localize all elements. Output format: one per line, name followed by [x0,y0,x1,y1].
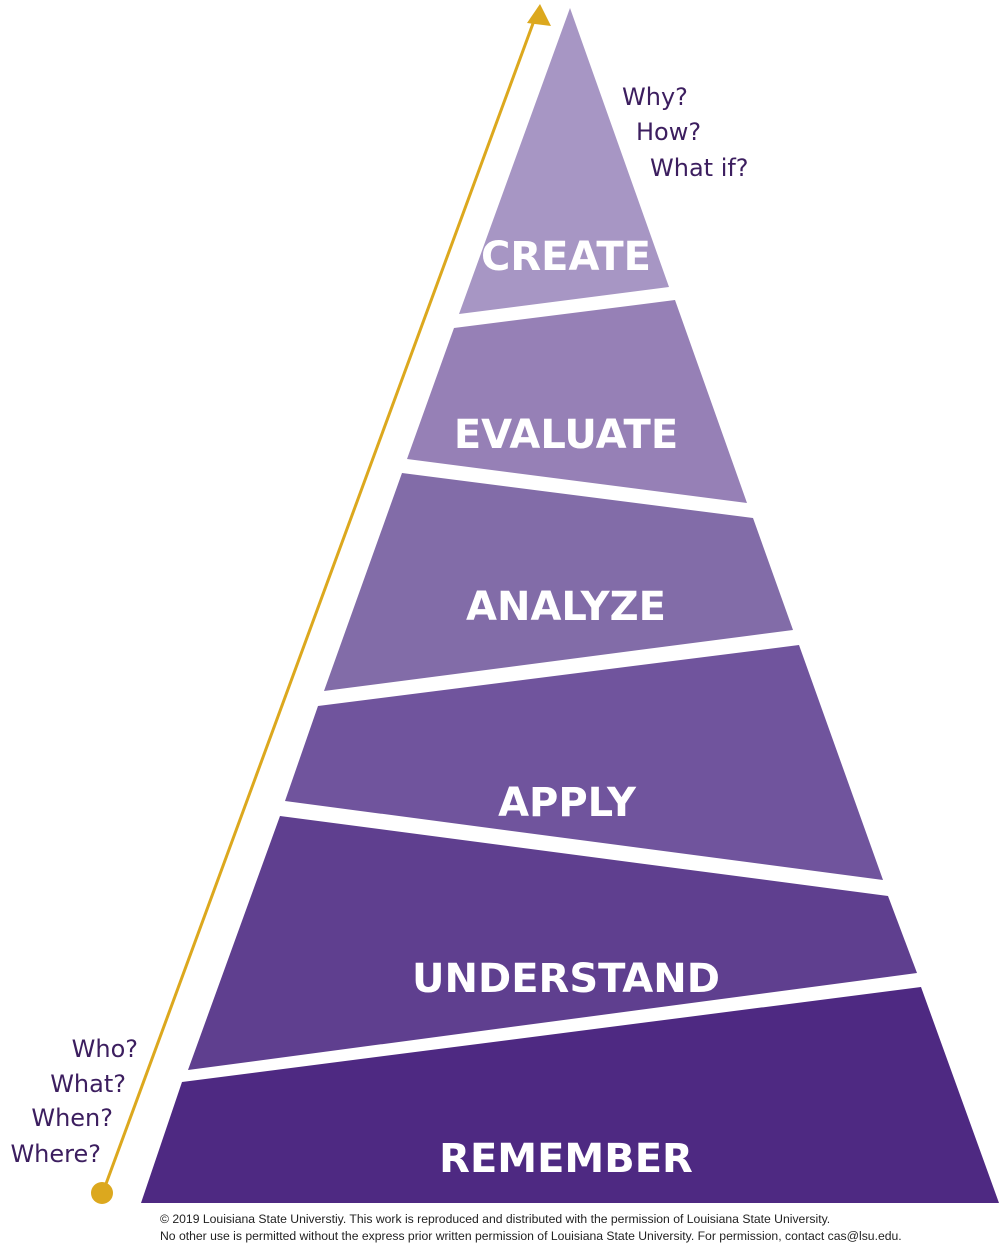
question-when: When? [31,1104,113,1132]
pyramid-level-analyze [324,473,793,691]
question-why: Why? [622,83,688,111]
pyramid-level-understand [188,816,917,1070]
level-label-create: CREATE [481,234,651,280]
level-label-analyze: ANALYZE [466,584,666,630]
copyright-notice: © 2019 Louisiana State Universtiy. This … [160,1211,1000,1245]
pyramid-level-create [459,8,669,314]
level-label-evaluate: EVALUATE [454,412,678,458]
level-label-understand: UNDERSTAND [412,956,720,1002]
level-label-apply: APPLY [498,780,637,826]
copyright-line-1: © 2019 Louisiana State Universtiy. This … [160,1212,831,1226]
progression-arrow-line [101,17,537,1193]
level-label-remember: REMEMBER [439,1136,693,1182]
question-where: Where? [10,1140,101,1168]
question-what-if: What if? [650,154,749,182]
question-what: What? [50,1070,126,1098]
arrow-start-dot-icon [91,1182,113,1204]
copyright-line-2: No other use is permitted without the ex… [160,1229,902,1243]
pyramid-level-evaluate [407,300,747,503]
question-who: Who? [72,1035,138,1063]
pyramid-level-apply [285,645,883,880]
question-how: How? [636,118,701,146]
pyramid-level-remember [141,987,999,1203]
arrowhead-icon [527,4,551,26]
